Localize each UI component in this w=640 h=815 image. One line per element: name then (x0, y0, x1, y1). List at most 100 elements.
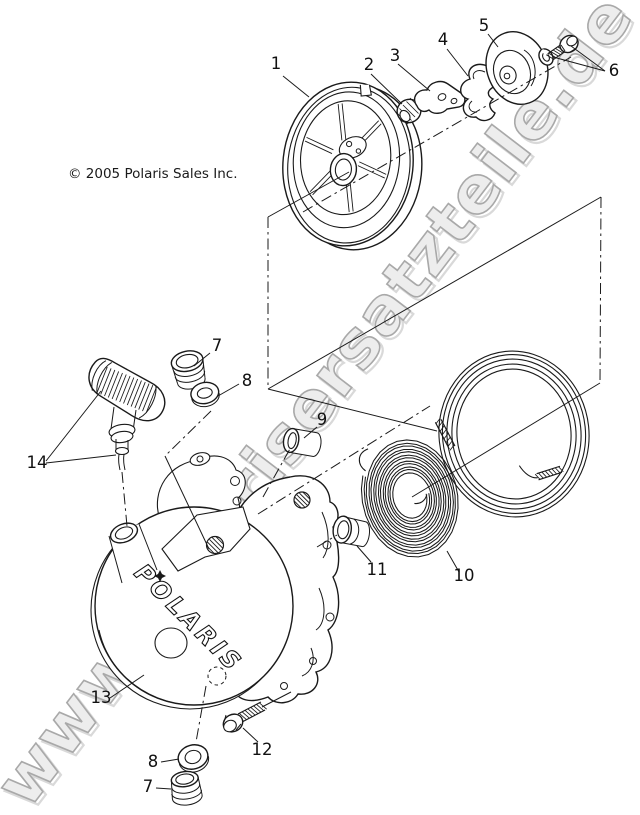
part-pawl (413, 80, 466, 114)
line-art (138, 383, 150, 410)
drum-inner-arc (98, 629, 171, 703)
spring-coil-path (360, 439, 459, 558)
line-art (296, 494, 308, 506)
screw12-position-line (261, 691, 292, 708)
line-art (548, 52, 557, 59)
line-art (130, 380, 142, 407)
boss-ear (189, 452, 211, 466)
callout-3: 3 (390, 46, 401, 65)
callout-1: 1 (271, 54, 282, 73)
flange-hole (280, 682, 288, 690)
line-art (104, 369, 116, 397)
line-art (209, 539, 221, 551)
cap-top-inner (175, 353, 199, 369)
boss-ear-hole (196, 455, 204, 463)
callouts: 1 2 3 4 5 6 7 8 9 10 11 12 13 14 8 7 (27, 16, 620, 796)
starter-rope-coil (434, 350, 590, 518)
part-recoil-spring (358, 439, 459, 558)
rope-strand (456, 368, 572, 500)
grip-end-lines (91, 360, 157, 419)
centerline (257, 405, 431, 515)
cam-hole (355, 148, 362, 154)
cam-hole (345, 140, 353, 148)
flange-ridges (301, 511, 329, 677)
callout-7-lower: 7 (143, 777, 154, 796)
leader-13 (109, 674, 145, 699)
rope-strand (446, 358, 582, 510)
cap-ribs (171, 784, 203, 806)
plate-hub (499, 65, 517, 85)
line-art (440, 419, 456, 447)
centerline (302, 56, 572, 213)
spring-coil-path (363, 442, 456, 555)
part-washer-8-lower (177, 744, 210, 773)
line-art (552, 49, 561, 55)
callout-5: 5 (479, 16, 490, 35)
callout-8-lower: 8 (148, 752, 159, 771)
line-art (256, 704, 265, 711)
centerline (164, 410, 212, 457)
line-art (100, 368, 112, 395)
callout-7-upper: 7 (212, 336, 223, 355)
line-art (546, 54, 554, 60)
centerline (599, 196, 602, 384)
part-recoil-housing: POLARIS (90, 452, 340, 710)
boss-hatched-bore (293, 491, 311, 509)
lock-washer-split (540, 48, 549, 57)
line-art (145, 386, 158, 413)
centerline (121, 471, 128, 527)
boss-hole (232, 496, 242, 506)
copyright-notice: © 2005 Polaris Sales Inc. (68, 166, 237, 182)
boss-hole (230, 476, 240, 486)
leader-14b (45, 454, 117, 464)
part-cap-7-lower (170, 770, 203, 806)
line-art (434, 422, 450, 450)
callout-4: 4 (438, 30, 449, 49)
line-art (238, 713, 247, 720)
washer-bore (196, 387, 213, 399)
rope-end-curve (518, 465, 538, 479)
spring-spiral (358, 439, 459, 558)
plate-cone-line (523, 49, 536, 87)
line-art (447, 440, 453, 447)
line-art (551, 468, 557, 475)
callout-10: 10 (454, 566, 475, 585)
rope-strand (441, 354, 587, 514)
line-art (534, 473, 541, 480)
line-art (439, 425, 445, 432)
pawl-hole (437, 93, 447, 101)
leader-7-upper (193, 352, 211, 367)
reel-rim-notch (359, 84, 372, 97)
cap-top-inner (175, 773, 195, 785)
line-art (115, 374, 127, 401)
leader-2 (370, 73, 403, 105)
starter-rope (118, 453, 126, 471)
screw-threads (236, 701, 267, 723)
handle-stub-end (114, 446, 130, 456)
housing-bracket (161, 506, 251, 572)
callout-12: 12 (252, 740, 273, 759)
bracket-hatched-hole (205, 535, 225, 555)
line-art (536, 465, 561, 475)
line-art (337, 103, 343, 141)
callout-13: 13 (91, 688, 112, 707)
line-art (357, 165, 385, 179)
plate-hole (503, 72, 511, 80)
line-art (548, 469, 554, 476)
line-art (538, 472, 544, 479)
leader-5 (487, 33, 499, 48)
centerline (164, 455, 210, 550)
flange-hole (309, 657, 317, 665)
leader-12 (242, 727, 259, 743)
line-art (558, 466, 564, 473)
washer-depth (178, 755, 210, 773)
line-art (402, 104, 416, 118)
spring-inner-hook (414, 494, 428, 505)
bushing9-bore (287, 432, 297, 450)
callout-14: 14 (27, 453, 48, 472)
line-art (111, 372, 123, 400)
line-art (211, 537, 223, 549)
bushing9-body (288, 428, 322, 457)
line-art (555, 48, 564, 54)
